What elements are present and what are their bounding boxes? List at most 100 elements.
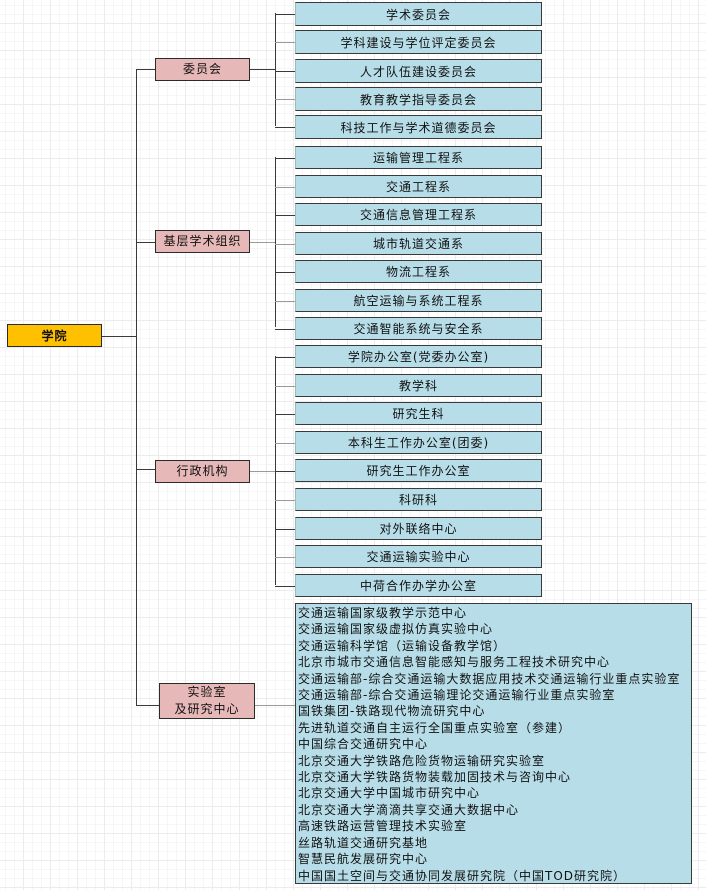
lab-list-item: 北京交通大学滴滴共享交通大数据中心 [298,802,520,817]
admin-office-label: 科研科 [398,493,438,507]
committee-node[interactable]: 教育教学指导委员会 [295,87,542,111]
category-label: 实验室 [187,685,227,699]
admin-office-node[interactable]: 科研科 [295,488,542,511]
lab-list-item: 丝路轨道交通研究基地 [298,835,429,850]
committee-node[interactable]: 学术委员会 [295,2,542,26]
admin-office-node[interactable]: 研究生科 [295,402,542,425]
connector-admin-stem [249,471,275,472]
department-node[interactable]: 城市轨道交通系 [295,232,542,255]
connector-admin-office-8 [275,557,295,558]
lab-list-item: 交通运输科学馆（运输设备教学馆） [298,638,507,653]
admin-office-node[interactable]: 教学科 [295,374,542,397]
admin-office-label: 中荷合作办学办公室 [359,579,477,593]
department-node[interactable]: 航空运输与系统工程系 [295,289,542,312]
department-label: 交通智能系统与安全系 [353,322,484,336]
admin-office-label: 研究生科 [392,407,445,421]
admin-office-node[interactable]: 学院办公室(党委办公室) [295,345,542,368]
connector-admin-office-3 [275,414,295,415]
connector-admin-bus [275,356,276,585]
connector-committee-bus [275,13,276,126]
connector-admin-office-4 [275,443,295,444]
committee-label: 科技工作与学术道德委员会 [340,120,497,135]
lab-list-item: 智慧民航发展研究中心 [298,852,429,867]
category-label: 委员会 [182,62,222,76]
admin-office-node[interactable]: 对外联络中心 [295,517,542,540]
lab-list-item: 北京交通大学铁路货物装载加固技术与咨询中心 [298,770,572,785]
connector-committee-3 [275,71,295,72]
connector-department-4 [275,244,295,245]
connector-dept-stem [249,242,275,243]
admin-office-label: 本科生工作办公室(团委) [347,436,490,450]
connector-admin-office-6 [275,500,295,501]
connector-admin-office-5 [275,471,295,472]
admin-office-node[interactable]: 交通运输实验中心 [295,545,542,568]
connector-department-1 [275,158,295,159]
department-node[interactable]: 交通工程系 [295,175,542,198]
department-label: 交通工程系 [385,180,451,194]
category-label-line2: 及研究中心 [174,702,240,716]
department-node[interactable]: 物流工程系 [295,260,542,283]
connector-admin-office-7 [275,529,295,530]
connector-committee-stem [249,69,275,70]
connector-admin-office-9 [275,586,295,587]
root-node-college[interactable]: 学院 [7,324,102,347]
admin-office-label: 学院办公室(党委办公室) [347,350,490,364]
category-label: 基层学术组织 [163,234,242,248]
committee-node[interactable]: 人才队伍建设委员会 [295,59,542,83]
lab-list-item: 交通运输部-综合交通运输大数据应用技术交通运输行业重点实验室 [298,671,681,686]
connector-department-3 [275,215,295,216]
lab-list-item: 北京市城市交通信息智能感知与服务工程技术研究中心 [298,655,611,670]
connector-department-7 [275,329,295,330]
connector-trunk [136,69,137,705]
category-committees[interactable]: 委员会 [155,58,250,81]
labs-list-box[interactable]: 交通运输国家级教学示范中心交通运输国家级虚拟仿真实验中心交通运输科学馆（运输设备… [295,603,692,884]
department-node[interactable]: 交通智能系统与安全系 [295,317,542,340]
connector-cat-3 [136,469,155,470]
connector-department-6 [275,301,295,302]
committee-node[interactable]: 学科建设与学位评定委员会 [295,30,542,54]
department-node[interactable]: 运输管理工程系 [295,146,542,169]
connector-committee-4 [275,99,295,100]
category-academic-units[interactable]: 基层学术组织 [155,230,250,253]
lab-list-item: 中国国土空间与交通协同发展研究院（中国TOD研究院） [298,868,627,883]
connector-labs-stem [254,705,295,706]
department-label: 物流工程系 [385,265,451,279]
admin-office-label: 对外联络中心 [379,522,458,536]
connector-cat-1 [136,69,155,70]
connector-admin-office-2 [275,386,295,387]
connector-committee-1 [275,14,295,15]
lab-list-item: 交通运输国家级虚拟仿真实验中心 [298,622,494,637]
admin-office-label: 交通运输实验中心 [366,550,471,564]
category-label: 行政机构 [176,464,229,478]
department-label: 城市轨道交通系 [372,237,464,251]
connector-root [101,336,136,337]
lab-list-item: 交通运输部-综合交通运输理论交通运输行业重点实验室 [298,688,616,703]
connector-committee-5 [275,127,295,128]
connector-department-5 [275,272,295,273]
connector-cat-4 [136,705,159,706]
committee-node[interactable]: 科技工作与学术道德委员会 [295,115,542,139]
lab-list-item: 先进轨道交通自主运行全国重点实验室（参建） [298,720,572,735]
admin-office-label: 教学科 [398,379,438,393]
committee-label: 学科建设与学位评定委员会 [340,35,497,50]
admin-office-node[interactable]: 本科生工作办公室(团委) [295,431,542,454]
connector-department-2 [275,187,295,188]
lab-list-item: 中国综合交通研究中心 [298,737,429,752]
department-label: 运输管理工程系 [372,151,464,165]
department-node[interactable]: 交通信息管理工程系 [295,203,542,226]
connector-cat-2 [136,242,155,243]
category-labs-research[interactable]: 实验室 及研究中心 [159,683,255,719]
lab-list-item: 国铁集团-铁路现代物流研究中心 [298,704,486,719]
admin-office-label: 研究生工作办公室 [366,464,471,478]
admin-office-node[interactable]: 中荷合作办学办公室 [295,574,542,597]
connector-committee-2 [275,42,295,43]
connector-dept-bus [275,157,276,327]
lab-list-item: 北京交通大学中国城市研究中心 [298,786,481,801]
committee-label: 人才队伍建设委员会 [359,64,477,79]
connector-admin-office-1 [275,357,295,358]
committee-label: 教育教学指导委员会 [359,92,477,107]
lab-list-item: 交通运输国家级教学示范中心 [298,606,468,620]
committee-label: 学术委员会 [385,7,451,22]
category-administration[interactable]: 行政机构 [155,460,250,483]
admin-office-node[interactable]: 研究生工作办公室 [295,459,542,482]
